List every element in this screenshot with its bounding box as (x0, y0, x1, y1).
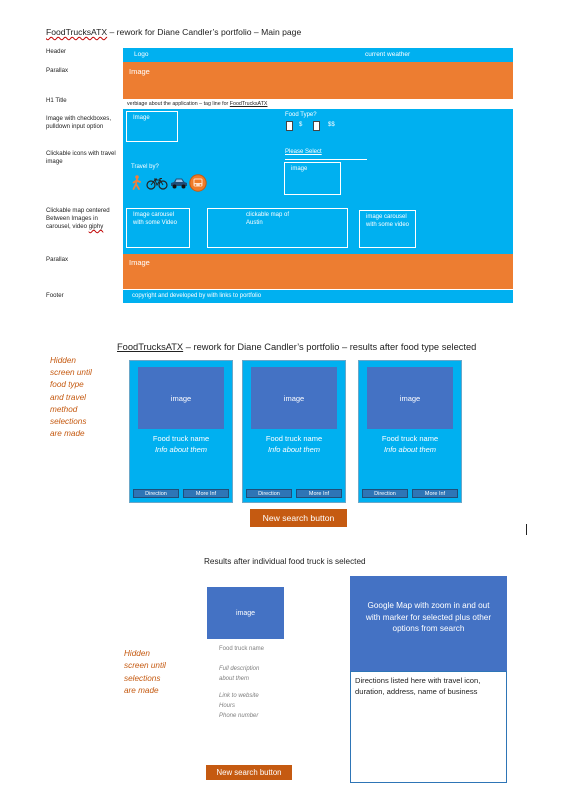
label-header: Header (46, 48, 66, 55)
car-icon[interactable] (170, 177, 188, 190)
label-clickable-icons: Clickable icons with travel image (46, 150, 116, 165)
image-carousel-left[interactable]: Image carousel with some Video (126, 208, 190, 248)
label-clickable-map: Clickable map centered Between Images in… (46, 207, 110, 230)
food-truck-image: image (367, 367, 453, 429)
page2-hidden-note: Hidden screen until food type and travel… (50, 356, 92, 439)
more-info-button[interactable]: More Inf (412, 489, 458, 498)
checkbox-double-dollar[interactable] (313, 121, 320, 131)
h1-tagline: verbiage about the application – tag lin… (127, 101, 268, 107)
food-truck-info: Info about them (267, 445, 321, 454)
travel-by-label: Travel by? (131, 164, 159, 170)
detail-contact-info: Link to website Hours Phone number (219, 691, 259, 721)
page2-title: FoodTrucksATX – rework for Diane Candler… (117, 342, 477, 352)
more-info-button[interactable]: More Inf (183, 489, 229, 498)
food-type-select[interactable]: Please Select (285, 140, 367, 160)
page1-title: FoodTrucksATX – rework for Diane Candler… (46, 27, 301, 37)
food-truck-detail-image: image (207, 587, 284, 639)
label-footer: Footer (46, 292, 64, 299)
food-type-label: Food Type? (285, 112, 317, 118)
page3-title: Results after individual food truck is s… (204, 557, 366, 566)
page1-title-rest: – rework for Diane Candler’s portfolio –… (107, 27, 302, 37)
form-image: Image (126, 111, 178, 142)
checkbox-dollar[interactable] (286, 121, 293, 131)
current-weather: current weather (365, 51, 411, 58)
new-search-button[interactable]: New search button (206, 765, 292, 780)
directions-panel: Directions listed here with travel icon,… (350, 671, 507, 783)
food-truck-info: Info about them (154, 445, 208, 454)
direction-button[interactable]: Direction (133, 489, 179, 498)
direction-button[interactable]: Direction (246, 489, 292, 498)
page1-title-brand: FoodTrucksATX (46, 27, 108, 37)
detail-description: Full description about them (219, 666, 260, 682)
food-truck-card: image Food truck name Info about them Di… (358, 360, 462, 503)
parallax-1-label: Image (129, 67, 150, 76)
direction-button[interactable]: Direction (362, 489, 408, 498)
food-truck-card: image Food truck name Info about them Di… (242, 360, 346, 503)
form-section: Image Food Type? $ $$ Please Select Trav… (123, 109, 513, 254)
food-truck-card: image Food truck name Info about them Di… (129, 360, 233, 503)
page3-hidden-note: Hidden screen until selections are made (124, 649, 166, 696)
bus-icon[interactable] (189, 174, 207, 192)
parallax-image-2: Image (123, 254, 513, 289)
label-image-checkboxes: Image with checkboxes, pulldown input op… (46, 115, 112, 130)
header-bar: Logo current weather (123, 48, 513, 62)
new-search-button[interactable]: New search button (250, 509, 347, 527)
food-truck-image: image (251, 367, 337, 429)
label-parallax-2: Parallax (46, 256, 69, 263)
footer-text: copyright and developed by with links to… (132, 293, 262, 299)
checkbox-double-dollar-label: $$ (328, 122, 335, 128)
walking-icon[interactable] (131, 175, 143, 190)
detail-truck-name: Food truck name (219, 646, 265, 652)
parallax-2-label: Image (129, 258, 150, 267)
label-parallax-1: Parallax (46, 67, 69, 74)
food-truck-name: Food truck name (152, 434, 210, 443)
image-carousel-right[interactable]: image carousel with some video (359, 210, 416, 248)
footer-bar: copyright and developed by with links to… (123, 290, 513, 303)
clickable-map-austin[interactable]: clickable map of Austin (207, 208, 348, 248)
checkbox-dollar-label: $ (299, 122, 303, 128)
food-truck-name: Food truck name (381, 434, 439, 443)
google-map[interactable]: Google Map with zoom in and out with mar… (350, 576, 507, 671)
travel-image: image (284, 162, 341, 195)
logo[interactable]: Logo (134, 51, 149, 58)
bicycle-icon[interactable] (146, 177, 168, 190)
parallax-image-1: Image (123, 62, 513, 99)
food-truck-image: image (138, 367, 224, 429)
text-cursor (526, 524, 527, 535)
phone-number: Phone number (219, 713, 259, 719)
food-truck-name: Food truck name (265, 434, 323, 443)
hours: Hours (219, 703, 236, 709)
label-h1-title: H1 Title (46, 97, 67, 104)
more-info-button[interactable]: More Inf (296, 489, 342, 498)
food-truck-info: Info about them (383, 445, 437, 454)
website-link[interactable]: Link to website (219, 693, 259, 699)
